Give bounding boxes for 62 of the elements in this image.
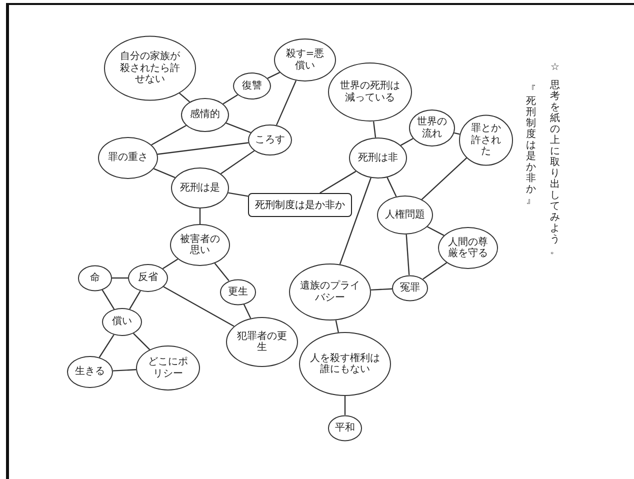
connector-line xyxy=(178,92,190,102)
note-text: 『死刑制度は是か非か』 xyxy=(526,85,536,206)
connector-line xyxy=(226,122,251,134)
connector-line xyxy=(214,262,230,282)
connector-line xyxy=(339,178,372,265)
idea-ellipse: 遺族のプライバシー xyxy=(289,264,371,320)
connector-line xyxy=(421,157,468,200)
idea-ellipse: 平和 xyxy=(328,415,362,441)
connector-line xyxy=(335,320,339,332)
connector-line xyxy=(243,304,252,319)
idea-ellipse: 被害者の思い xyxy=(170,224,230,266)
idea-ellipse: 人間の尊厳を守る xyxy=(438,227,498,269)
idea-ellipse: 罪とか許された xyxy=(459,114,513,166)
connector-line xyxy=(344,396,346,415)
connector-line xyxy=(386,177,397,197)
idea-ellipse: 生きる xyxy=(67,356,113,388)
idea-ellipse: 罪の重さ xyxy=(98,137,158,179)
connector-line xyxy=(276,80,297,126)
connector-line xyxy=(222,94,238,104)
idea-ellipse: 冤罪 xyxy=(392,275,428,301)
idea-ellipse: 感情的 xyxy=(181,98,229,132)
idea-ellipse: 死刑は是 xyxy=(171,168,229,208)
connector-line xyxy=(267,72,280,79)
idea-ellipse: どこにポリシー xyxy=(136,346,200,390)
idea-ellipse: 犯罪者の更生 xyxy=(226,317,298,367)
connector-line xyxy=(157,142,248,155)
connector-line xyxy=(422,262,447,280)
idea-ellipse: 更生 xyxy=(220,279,256,305)
connector-line xyxy=(427,226,444,236)
idea-ellipse: 死刑は非 xyxy=(349,138,407,178)
connector-line xyxy=(129,290,141,310)
note-text: ☆ xyxy=(550,62,560,73)
connector-line xyxy=(151,125,186,146)
connector-line xyxy=(133,333,150,350)
idea-ellipse: 命 xyxy=(78,265,112,291)
idea-ellipse: 世界の死刑は減っている xyxy=(328,62,412,122)
connector-line xyxy=(370,288,392,291)
idea-ellipse: 反省 xyxy=(128,264,168,292)
connector-line xyxy=(163,286,234,327)
connector-line xyxy=(112,277,128,279)
connector-line xyxy=(372,121,376,138)
idea-ellipse: 人権問題 xyxy=(377,196,433,234)
connector-line xyxy=(320,170,356,194)
idea-ellipse: 世界の流れ xyxy=(409,110,455,146)
connector-line xyxy=(162,258,178,270)
idea-ellipse: 自分の家族が殺されたら許せない xyxy=(104,36,196,100)
idea-ellipse: 人を殺す権利は誰にもない xyxy=(299,332,391,396)
connector-line xyxy=(406,234,410,276)
connector-line xyxy=(220,150,255,174)
connector-line xyxy=(102,289,115,310)
connector-line xyxy=(199,208,201,224)
idea-ellipse: 償い xyxy=(102,308,142,336)
note-text: 思考を紙の上に取り出してみよう。 xyxy=(550,80,560,256)
connector-line xyxy=(112,369,136,372)
connector-line xyxy=(228,192,248,197)
topic-box: 死刑制度は是か非か xyxy=(248,193,352,217)
idea-ellipse: 殺す=悪償い xyxy=(274,38,336,82)
idea-ellipse: 復讐 xyxy=(233,72,271,100)
connector-line xyxy=(98,334,114,358)
connector-line xyxy=(400,138,414,146)
connector-line xyxy=(154,168,176,178)
idea-ellipse: ころす xyxy=(248,124,292,156)
